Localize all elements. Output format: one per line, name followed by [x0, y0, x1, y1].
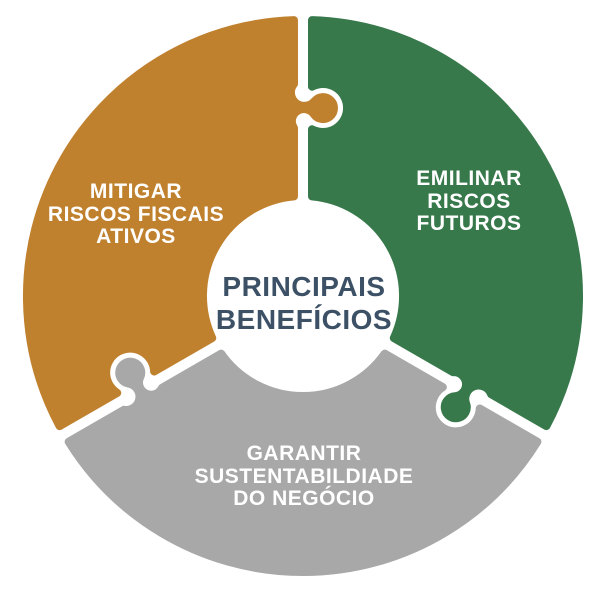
segment-label-line: ATIVOS: [96, 225, 176, 248]
segment-label-line: DO NEGÓCIO: [233, 487, 375, 510]
segment-label-eliminar: EMILINAR RISCOS FUTUROS: [416, 167, 522, 236]
segment-label-garantir: GARANTIR SUSTENTABILDIADE DO NEGÓCIO: [194, 442, 414, 511]
segment-label-line: GARANTIR: [246, 442, 362, 465]
segment-label-line: EMILINAR: [416, 167, 522, 190]
center-title: PRINCIPAIS BENEFÍCIOS: [216, 270, 392, 336]
center-title-line: PRINCIPAIS: [222, 271, 386, 302]
segment-label-line: MITIGAR: [89, 180, 183, 203]
segment-label-line: FUTUROS: [416, 212, 522, 235]
segment-label-line: RISCOS FISCAIS: [47, 202, 225, 226]
segment-label-mitigar: MITIGAR RISCOS FISCAIS ATIVOS: [47, 180, 225, 249]
segment-label-line: SUSTENTABILDIADE: [194, 464, 414, 488]
center-title-line: BENEFÍCIOS: [215, 304, 393, 335]
segment-label-line: RISCOS: [427, 189, 511, 213]
